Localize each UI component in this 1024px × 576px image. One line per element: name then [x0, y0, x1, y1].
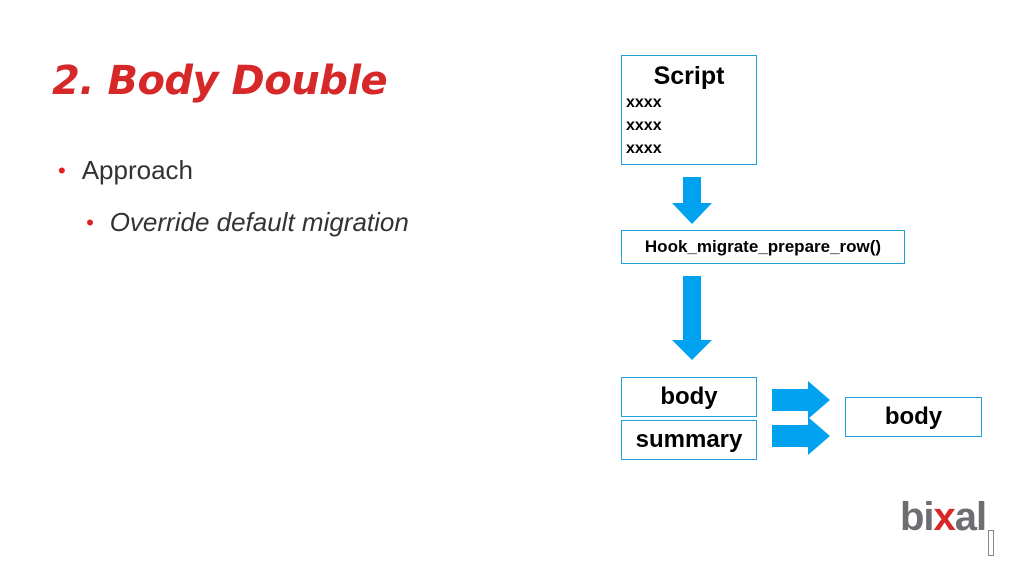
- text-cursor-icon: [988, 530, 994, 556]
- arrow-down-icon: [672, 177, 712, 224]
- sub-bullet-override: • Override default migration: [86, 207, 409, 238]
- logo-accent: x: [933, 495, 956, 539]
- bixal-logo: bixal: [900, 495, 987, 540]
- sub-bullet-text: Override default migration: [109, 207, 409, 237]
- arrow-right-icon: [772, 381, 830, 419]
- script-line: xxxx: [626, 94, 662, 111]
- bullet-approach: • Approach: [58, 155, 193, 186]
- arrow-right-icon: [772, 417, 830, 455]
- script-title: Script: [653, 62, 725, 90]
- hook-box: Hook_migrate_prepare_row(): [621, 230, 905, 264]
- bullet-dot-icon: •: [86, 209, 94, 235]
- bullet-dot-icon: •: [58, 157, 66, 183]
- source-body-box: body: [621, 377, 757, 417]
- logo-text: al: [954, 495, 987, 539]
- script-line: xxxx: [626, 140, 662, 157]
- bullet-text: Approach: [81, 155, 194, 185]
- script-line: xxxx: [626, 117, 662, 134]
- slide-title: 2. Body Double: [52, 58, 388, 104]
- script-box: Script xxxx xxxx xxxx: [621, 55, 757, 165]
- source-summary-box: summary: [621, 420, 757, 460]
- target-body-box: body: [845, 397, 982, 437]
- arrow-down-icon: [672, 276, 712, 360]
- script-lines: xxxx xxxx xxxx: [622, 91, 756, 160]
- logo-text: bi: [900, 495, 935, 539]
